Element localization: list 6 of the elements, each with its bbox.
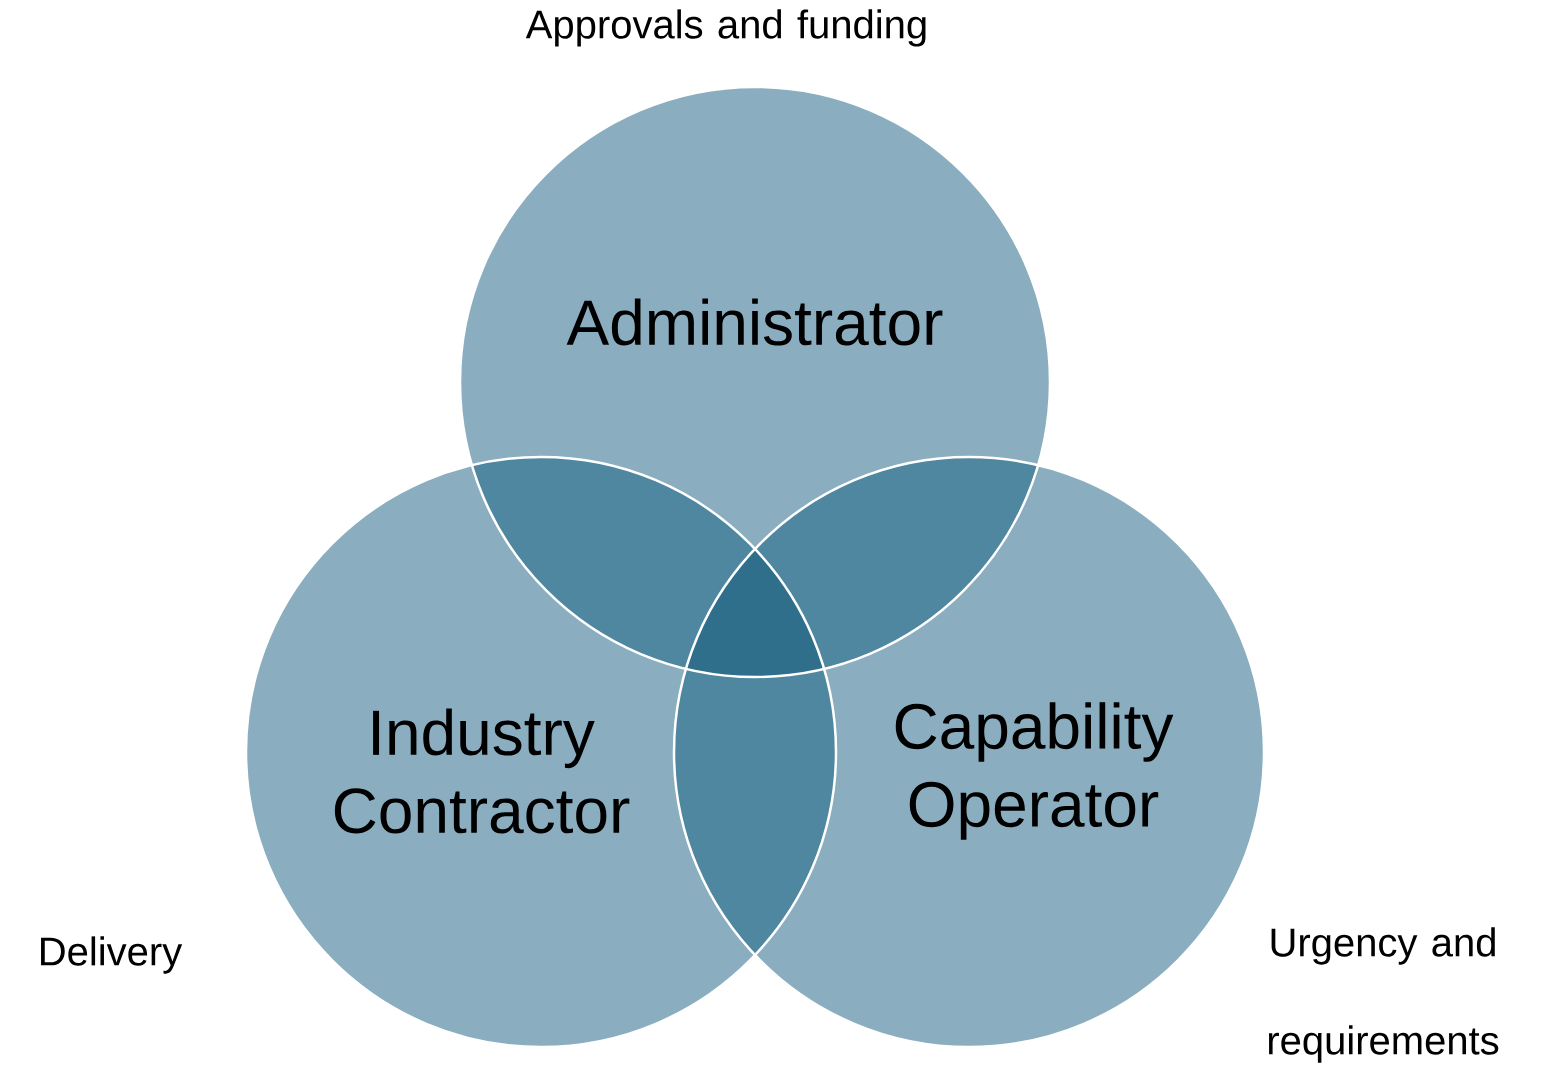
- circle-label: Industry Contractor: [334, 708, 630, 834]
- side-label: Delivery: [41, 936, 183, 974]
- circle-label: Administrator: [566, 298, 943, 346]
- side-label: Urgency and requirements: [1268, 927, 1499, 1063]
- side-label: Approvals and funding: [525, 9, 926, 47]
- circle-label: Capability Operator: [895, 702, 1174, 840]
